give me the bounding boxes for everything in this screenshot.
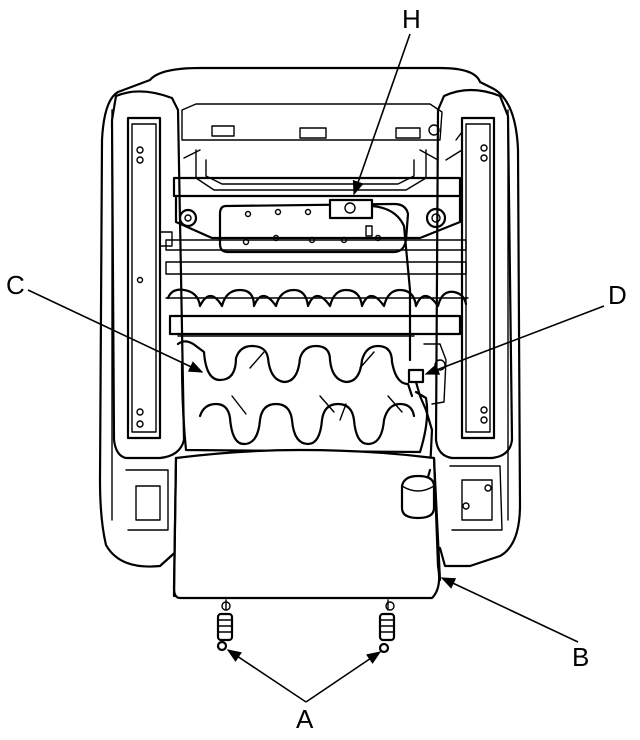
right-lower-bracket <box>449 465 503 531</box>
leader-a-right <box>305 651 382 703</box>
leader-h <box>352 33 411 196</box>
spring-a-left <box>216 599 234 652</box>
front-panel-b <box>172 448 442 600</box>
leader-a-left <box>226 649 307 703</box>
hanging-connector <box>400 468 436 520</box>
leader-c <box>27 289 204 373</box>
right-side-rail <box>434 88 514 460</box>
callout-h: H <box>402 4 421 34</box>
callout-a: A <box>296 704 314 734</box>
spring-a-right <box>378 599 396 654</box>
middle-bar <box>168 314 462 337</box>
leader-b <box>440 577 579 643</box>
callout-b: B <box>572 642 589 672</box>
left-lower-bracket <box>125 469 169 531</box>
callout-d: D <box>608 280 627 310</box>
rear-frame <box>181 103 443 191</box>
callout-c: C <box>6 270 25 300</box>
connector-d <box>407 343 447 472</box>
control-unit-h <box>218 198 412 362</box>
left-side-rail <box>110 90 186 460</box>
lower-springs-c <box>176 340 429 454</box>
leader-d <box>424 305 605 375</box>
upper-springs <box>165 288 469 308</box>
cross-member <box>165 176 467 275</box>
